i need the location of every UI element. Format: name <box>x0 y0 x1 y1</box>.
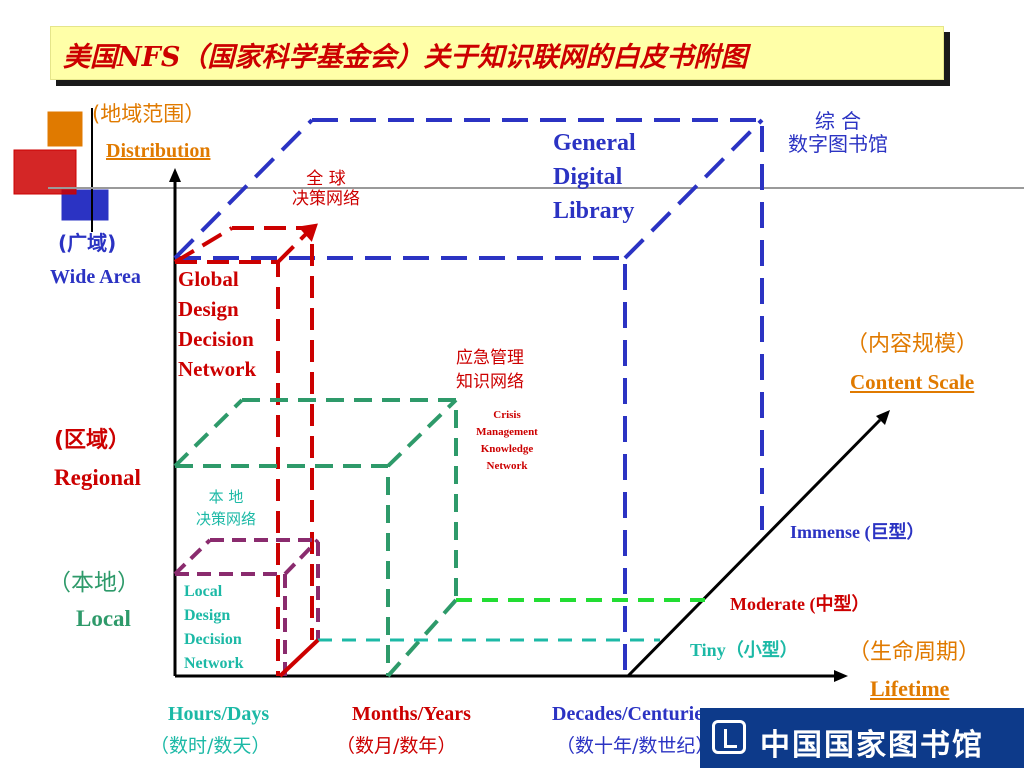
lddn-cn-line-2: 决策网络 <box>195 510 256 528</box>
cmkn-en-line-2: Management <box>476 426 538 438</box>
lddn-cn-label: 本 地 决策网络 <box>184 486 268 530</box>
wide-area-en-label: Wide Area <box>50 266 141 288</box>
wide-area-cn-label: (广域) <box>58 231 117 255</box>
decades-centuries-en-label: Decades/Centuries <box>552 703 711 725</box>
content-scale-cn-label: （内容规模） <box>846 332 979 357</box>
distribution-axis-en-label: Distribution <box>106 140 211 162</box>
regional-cn-label: (区域） <box>54 428 131 453</box>
gdl-en-line-1: General <box>553 130 636 156</box>
regional-en-label: Regional <box>54 465 141 490</box>
distribution-axis-arrow <box>169 168 181 182</box>
gddn-cn-label: 全 球 决策网络 <box>280 169 372 209</box>
lddn-cn-line-1: 本 地 <box>208 488 244 506</box>
lddn-en-line-2: Design <box>184 607 231 624</box>
gddn-cn-line-1: 全 球 <box>306 169 346 189</box>
hours-days-cn-label: （数时/数天） <box>150 735 271 757</box>
gddn-en-label: Global Design Decision Network <box>178 264 256 384</box>
gddn-en-line-1: Global <box>178 267 239 291</box>
cmkn-cn-line-2: 知识网络 <box>456 372 524 392</box>
cmkn-cn-label: 应急管理 知识网络 <box>456 346 524 394</box>
immense-label: Immense (巨型） <box>790 522 925 542</box>
gdl-en-line-2: Digital <box>553 164 623 190</box>
lddn-en-line-3: Decision <box>184 631 242 648</box>
gdl-en-line-3: Library <box>553 198 635 224</box>
yellow-square <box>47 111 83 147</box>
months-years-cn-label: （数月/数年） <box>336 735 457 757</box>
crisis-management-cube <box>173 398 458 678</box>
gdl-cn-label: 综 合 数字图书馆 <box>776 110 900 156</box>
gddn-en-line-2: Design <box>178 297 239 321</box>
red-gradient-square <box>13 149 77 195</box>
lddn-en-line-1: Local <box>184 583 223 600</box>
hours-days-en-label: Hours/Days <box>168 703 270 725</box>
title-banner: 美国NFS（国家科学基金会）关于知识联网的白皮书附图 <box>50 26 944 80</box>
local-decision-network-cube <box>173 538 320 676</box>
tiny-label: Tiny（小型） <box>690 640 798 660</box>
months-years-en-label: Months/Years <box>352 703 471 725</box>
cmkn-en-label: Crisis Management Knowledge Network <box>466 407 548 475</box>
logo-text: 中国国家图书馆 <box>760 728 984 763</box>
red-diagonal-segment <box>278 638 320 678</box>
gdl-cn-line-1: 综 合 <box>814 109 862 133</box>
gdl-en-label: General Digital Library <box>553 126 636 228</box>
lddn-en-line-4: Network <box>184 655 244 672</box>
content-scale-en-label: Content Scale <box>850 370 975 394</box>
content-scale-axis-arrow <box>876 410 890 425</box>
decades-centuries-cn-label: （数十年/数世纪） <box>556 735 715 757</box>
red-arrow-head <box>298 223 318 242</box>
lifetime-axis-arrow <box>834 670 848 682</box>
content-scale-axis <box>626 418 882 678</box>
decorative-squares <box>13 108 109 232</box>
page-title: 美国NFS（国家科学基金会）关于知识联网的白皮书附图 <box>63 42 748 73</box>
lddn-en-label: Local Design Decision Network <box>184 580 244 676</box>
general-digital-library-cube <box>173 118 764 676</box>
distribution-axis-cn-label: (地域范围） <box>92 102 206 126</box>
gddn-en-line-3: Decision <box>178 327 254 351</box>
local-en-label: Local <box>76 606 131 631</box>
national-library-logo: 中国国家图书馆 <box>700 708 1024 768</box>
cmkn-en-line-3: Knowledge <box>480 443 534 455</box>
moderate-label: Moderate (中型） <box>730 594 870 614</box>
cmkn-cn-line-1: 应急管理 <box>456 348 524 368</box>
lifetime-en-label: Lifetime <box>870 676 950 701</box>
gddn-cn-line-2: 决策网络 <box>292 188 360 209</box>
cmkn-en-line-1: Crisis <box>493 409 521 421</box>
local-cn-label: （本地） <box>48 570 140 596</box>
gddn-en-line-4: Network <box>178 357 257 381</box>
blue-square <box>61 189 109 221</box>
global-decision-network-cube <box>173 223 318 676</box>
library-seal-icon <box>712 720 746 754</box>
cmkn-en-line-4: Network <box>486 460 528 472</box>
lifetime-cn-label: （生命周期） <box>848 640 981 665</box>
gdl-cn-line-2: 数字图书馆 <box>788 132 888 156</box>
